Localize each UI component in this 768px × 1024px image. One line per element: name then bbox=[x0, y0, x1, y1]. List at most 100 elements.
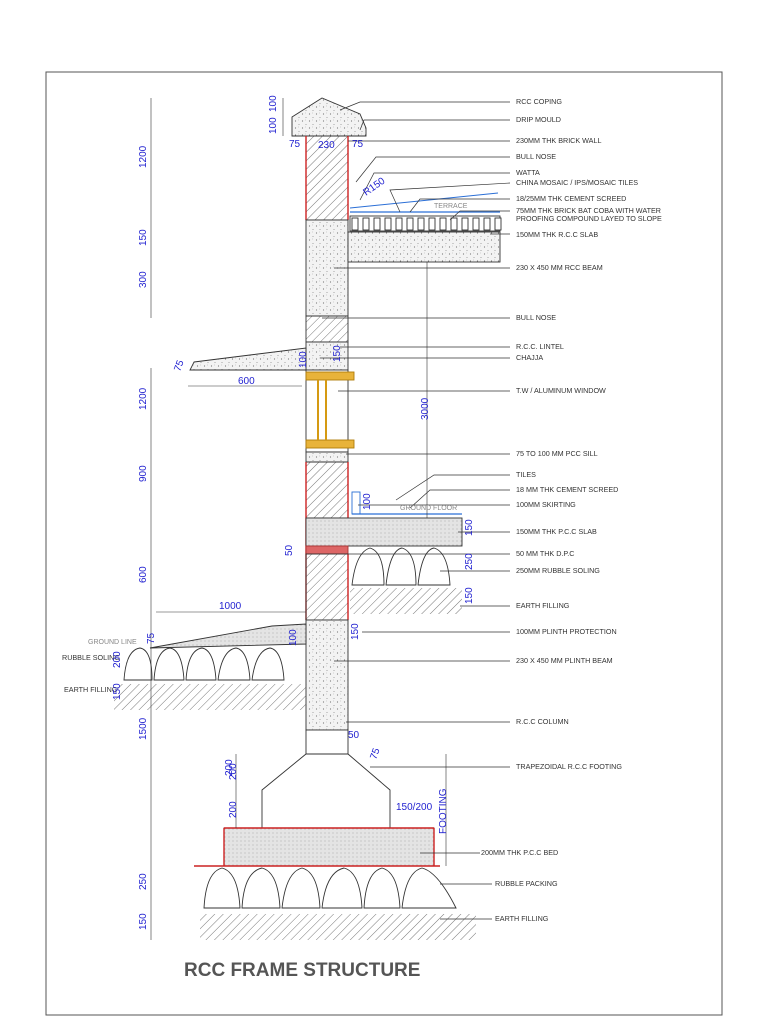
left-dimension-label: 600 bbox=[138, 566, 149, 583]
callout-label: 150MM THK R.C.C SLAB bbox=[516, 230, 598, 239]
left-dimension-label: 300 bbox=[138, 271, 149, 288]
dim-250: 250 bbox=[464, 553, 475, 570]
callout-label: EARTH FILLING bbox=[495, 914, 549, 923]
ground-line-label: GROUND LINE bbox=[88, 639, 137, 646]
rubble-soling-left-label: RUBBLE SOLING bbox=[62, 653, 120, 662]
left-dimension-label: 250 bbox=[138, 873, 149, 890]
callout-label: BULL NOSE bbox=[516, 152, 556, 161]
callout-label: CHAJJA bbox=[516, 353, 543, 362]
callout-label: TRAPEZOIDAL R.C.C FOOTING bbox=[516, 762, 622, 771]
callout-label: 200MM THK P.C.C BED bbox=[481, 848, 558, 857]
dim-200c: 200 bbox=[228, 801, 239, 818]
dim-150d: 150 bbox=[350, 623, 361, 640]
callout-label: 230 X 450 MM RCC BEAM bbox=[516, 263, 603, 272]
left-dimension-label: 1500 bbox=[138, 717, 149, 740]
dim-50b: 50 bbox=[348, 730, 360, 741]
left-dimension-label: 200 bbox=[224, 759, 235, 776]
callout-label: 18/25MM THK CEMENT SCREED bbox=[516, 194, 626, 203]
dim-r150: R150 bbox=[361, 175, 387, 198]
dim-1000: 1000 bbox=[219, 601, 242, 612]
dim-100c: 100 bbox=[288, 629, 299, 646]
plinth-protection bbox=[149, 623, 307, 649]
dim-200b: 200 bbox=[228, 763, 239, 780]
callout-label: DRIP MOULD bbox=[516, 115, 561, 124]
rubble-packing bbox=[203, 867, 457, 909]
callout-label: WATTA bbox=[516, 168, 540, 177]
callout-label: 230 X 450 MM PLINTH BEAM bbox=[516, 656, 613, 665]
trapezoidal-footing bbox=[261, 753, 391, 829]
left-dimension-label: 100 bbox=[268, 117, 279, 134]
callout-label: R.C.C COLUMN bbox=[516, 717, 569, 726]
dim-150a: 150 bbox=[332, 345, 343, 362]
left-dimension-label: 150 bbox=[138, 913, 149, 930]
dim-100a: 100 bbox=[298, 351, 309, 368]
pcc-floor-slab bbox=[305, 517, 463, 547]
dim-150b: 150 bbox=[464, 519, 475, 536]
dim-200a: 200 bbox=[112, 651, 123, 668]
leader-lines bbox=[320, 101, 511, 920]
left-dimension-label: 1200 bbox=[138, 145, 149, 168]
left-rubble-soling bbox=[123, 647, 285, 681]
callout-label: 75MM THK BRICK BAT COBA WITH WATER bbox=[516, 206, 661, 215]
ground-floor-label: GROUND FLOOR bbox=[400, 505, 457, 512]
pcc-bed bbox=[223, 827, 435, 867]
left-dimension-labels: 100 100 1200 150 300 1200 900 600 1500 200 250 150 bbox=[138, 95, 279, 930]
drawing-title: RCC FRAME STRUCTURE bbox=[184, 960, 420, 981]
dim-150c: 150 bbox=[464, 587, 475, 604]
callout-label: BULL NOSE bbox=[516, 313, 556, 322]
callout-label: 50 MM THK D.P.C bbox=[516, 549, 574, 558]
lower-wall bbox=[305, 461, 349, 519]
chajja bbox=[189, 347, 307, 371]
callout-label: EARTH FILLING bbox=[516, 601, 570, 610]
sheet-border bbox=[45, 71, 723, 1016]
dim-3000: 3000 bbox=[420, 397, 431, 420]
left-earth-filling bbox=[114, 684, 306, 710]
callout-label: R.C.C. LINTEL bbox=[516, 342, 564, 351]
footing-label: FOOTING bbox=[438, 788, 449, 834]
terrace-label: TERRACE bbox=[434, 203, 468, 210]
callout-label: 230MM THK BRICK WALL bbox=[516, 136, 601, 145]
dim-100b: 100 bbox=[362, 493, 373, 510]
rcc-coping bbox=[291, 97, 367, 137]
dim-75e: 75 bbox=[368, 746, 382, 761]
dim-75d: 75 bbox=[146, 632, 157, 644]
plinth-beam-column bbox=[305, 619, 349, 731]
floor-earth-filling bbox=[350, 588, 462, 614]
window bbox=[305, 369, 355, 453]
callout-label: 150MM THK P.C.C SLAB bbox=[516, 527, 597, 536]
callout-label: 18 MM THK CEMENT SCREED bbox=[516, 485, 618, 494]
callout-label: 100MM SKIRTING bbox=[516, 500, 576, 509]
callout-labels: RCC COPING DRIP MOULD 230MM THK BRICK WALL… bbox=[481, 97, 662, 923]
callout-label: 100MM PLINTH PROTECTION bbox=[516, 627, 617, 636]
pcc-sill bbox=[305, 451, 349, 463]
dpc bbox=[305, 545, 349, 555]
callout-label: RCC COPING bbox=[516, 97, 562, 106]
bottom-earth-filling bbox=[200, 914, 476, 940]
callout-label: TILES bbox=[516, 470, 536, 479]
dim-230: 230 bbox=[318, 140, 335, 151]
detail-dimension-labels: 75 230 75 R150 75 600 100 150 3000 100 1… bbox=[112, 139, 475, 834]
callout-label: T.W / ALUMINUM WINDOW bbox=[516, 386, 606, 395]
earth-filling-left-label: EARTH FILLING bbox=[64, 685, 118, 694]
callout-label: RUBBLE PACKING bbox=[495, 879, 558, 888]
dim-150e: 150 bbox=[112, 683, 123, 700]
dim-50a: 50 bbox=[284, 544, 295, 556]
left-dimension-label: 1200 bbox=[138, 387, 149, 410]
left-dimension-label: 150 bbox=[138, 229, 149, 246]
parapet-wall bbox=[305, 135, 349, 221]
dim-600: 600 bbox=[238, 376, 255, 387]
dim-150-200: 150/200 bbox=[396, 802, 433, 813]
left-dimension-label: 900 bbox=[138, 465, 149, 482]
dim-75a: 75 bbox=[289, 139, 301, 150]
floor-rubble-soling bbox=[351, 547, 451, 586]
brick-bat-coba bbox=[349, 215, 502, 232]
callout-label: CHINA MOSAIC / IPS/MOSAIC TILES bbox=[516, 178, 638, 187]
dimension-lines bbox=[150, 98, 447, 940]
dim-75c: 75 bbox=[172, 358, 186, 373]
dim-75b: 75 bbox=[352, 139, 364, 150]
callout-label: PROOFING COMPOUND LAYED TO SLOPE bbox=[516, 214, 662, 223]
roof-slab bbox=[347, 231, 501, 263]
left-dimension-label: 100 bbox=[268, 95, 279, 112]
callout-label: 75 TO 100 MM PCC SILL bbox=[516, 449, 598, 458]
